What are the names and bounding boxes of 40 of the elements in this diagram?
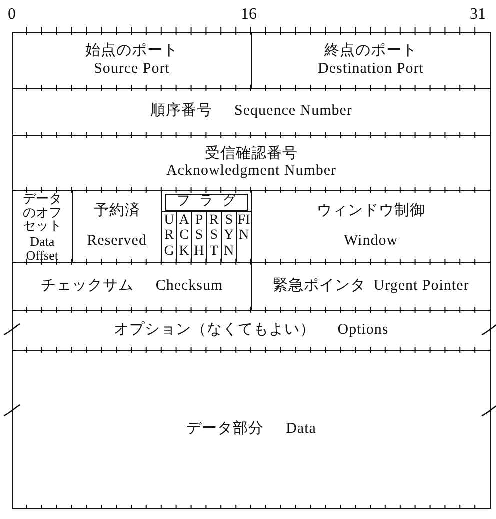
field-label: Urgent Pointer: [374, 278, 470, 296]
field-label: Source Port: [94, 60, 170, 78]
field-label: Sequence Number: [234, 103, 352, 121]
field-label: 終点のポート: [324, 43, 418, 60]
field-label: チェックサム: [40, 278, 134, 296]
field-label: Data Offset: [25, 234, 60, 262]
field-label: URG: [163, 213, 176, 260]
bit-number: 16: [241, 6, 257, 24]
field-label: RST: [208, 213, 220, 260]
field-label: Window: [344, 232, 398, 250]
sequence-field: [12, 88, 491, 136]
window-field: [251, 190, 491, 263]
field-label: 始点のポート: [86, 43, 178, 60]
field-label: データのオフセット: [22, 192, 63, 233]
field-label: Checksum: [156, 278, 224, 296]
field-label: データ部分: [186, 420, 264, 438]
field-label: Options: [338, 322, 389, 340]
data-field: [12, 350, 491, 509]
flag-heading-box: [165, 194, 248, 211]
field-label: Destination Port: [318, 60, 424, 78]
field-label: SYN: [223, 213, 236, 260]
field-label: Data: [286, 420, 316, 438]
options-field: [12, 310, 491, 351]
field-label: フラグ: [176, 194, 246, 211]
port-field: [251, 32, 491, 89]
acknowledgment-field: [12, 135, 491, 191]
field-label: 予約済: [94, 203, 140, 220]
bit-number: 31: [470, 6, 486, 24]
field-label: 緊急ポインタ: [272, 278, 366, 296]
bit-number: 0: [8, 6, 16, 24]
field-label: ACK: [178, 213, 190, 260]
field-label: 順序番号: [150, 103, 213, 121]
field-label: Acknowledgment Number: [166, 163, 337, 180]
field-label: Reserved: [87, 232, 147, 250]
field-label: 受信確認番号: [205, 146, 298, 163]
field-label: FIN: [237, 213, 252, 244]
port-field: [12, 32, 252, 89]
field-label: オプション（なくてもよい）: [114, 322, 316, 340]
field-label: ウィンドウ制御: [316, 203, 426, 220]
field-label: PSH: [193, 213, 206, 260]
